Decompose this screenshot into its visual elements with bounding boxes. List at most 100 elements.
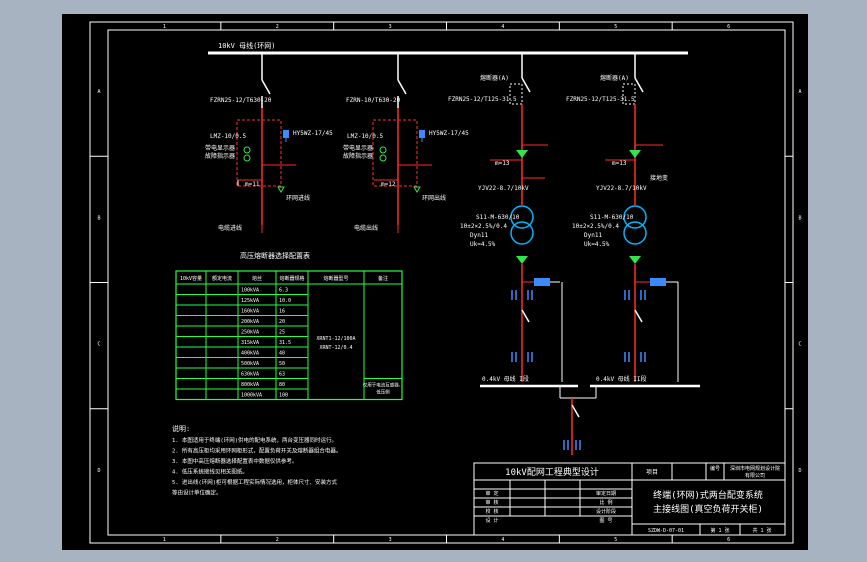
tr1-load-switch xyxy=(521,77,531,93)
note-line: 等由设计单位确定。 xyxy=(172,489,222,497)
border-row-label-right: B xyxy=(798,215,801,221)
table-cell: 630kVA xyxy=(241,372,259,378)
tr2-lv-ct-icon xyxy=(650,278,666,286)
table-header-cell: 熔断器规格 xyxy=(279,275,304,282)
feeder-2-load-switch xyxy=(397,79,407,95)
table-cell: 200kVA xyxy=(241,319,259,325)
drawing-title-line1: 终端(环网)式两台配变系统 xyxy=(653,489,763,501)
lv-buses: 0.4kV 母线 I段 0.4kV 母线 II段 xyxy=(480,375,700,455)
notes-lines: 1. 本图适用于终端(环网)供电的配电系统，两台变压器同时运行。 2. 所有高压柜… xyxy=(172,436,341,497)
feeder-2-dashed-box xyxy=(372,119,418,187)
table-cell: 63 xyxy=(279,372,285,378)
border-row-label-left: B xyxy=(97,215,100,221)
feeder-2-outgoing-label: 环网出线 xyxy=(422,194,446,202)
border-row-label-left: C xyxy=(97,342,100,348)
table-cell: 80 xyxy=(279,382,285,388)
border-col-label-top: 6 xyxy=(727,24,730,30)
table-cell: 800kVA xyxy=(241,382,259,388)
bus-tie-breaker xyxy=(571,404,580,418)
transformer-bay-2: 熔断器(A) FZRN25-12/T125-31.5 m=13 接地变 YJV2… xyxy=(566,53,679,382)
tr1-fuse-box xyxy=(509,83,523,105)
bus-tie-sensor-icons xyxy=(563,440,581,450)
table-header-cell: 备注 xyxy=(378,275,388,282)
table-cell: 6.3 xyxy=(279,288,288,294)
feeder-1-ct-icon xyxy=(243,146,251,162)
feeder-1-switch-label: FZRN25-12/T630-20 xyxy=(210,97,272,104)
tr2-transformer-icon xyxy=(623,205,647,245)
feeder-1: FZRN25-12/T630-20 LMZ-10/0.5 带电显示器 故障指示器… xyxy=(205,53,333,233)
tr1-fuse-label: 熔断器(A) xyxy=(480,74,509,82)
fuse-table-title: 高压熔断器选择配置表 xyxy=(240,251,310,260)
tr2-lv-breaker xyxy=(634,309,643,323)
table-cell: 20 xyxy=(279,319,285,325)
feeder-2: FZRN-10/T630-20 LMZ-10/0.5 带电显示器 故障指示器 H… xyxy=(343,53,469,233)
tr2-cable-label: YJV22-8.7/10kV xyxy=(596,185,647,192)
sign-row-cell: 设 计 xyxy=(485,517,498,524)
tr1-lv-breaker xyxy=(521,309,530,323)
note-line: 4. 低压系统接线见相关图纸。 xyxy=(172,468,248,476)
border-col-label-bottom: 5 xyxy=(614,537,617,543)
border-col-label-top: 2 xyxy=(276,24,279,30)
table-frame xyxy=(175,270,403,401)
table-cell: 10.0 xyxy=(279,298,291,304)
note-line: 2. 所有高压柜均采用环网柜形式，配置负荷开关及熔断器组合电器。 xyxy=(172,447,341,455)
sheet-number: 第 1 张 xyxy=(710,527,729,534)
feeder-1-arrester-icon xyxy=(283,130,289,142)
feeder-1-cable-label: 电缆进线 xyxy=(218,224,242,232)
tr1-group: Dyn11 xyxy=(470,232,488,239)
feeder-1-indicator-label: 带电显示器 xyxy=(205,144,235,152)
feeder-1-load-switch xyxy=(261,79,271,95)
feeder-2-arrester-label: HY5WZ-17/45 xyxy=(429,130,469,137)
table-cell: 400kVA xyxy=(241,351,259,357)
title-block xyxy=(473,462,786,536)
tr1-sc-label: Uk=4.5% xyxy=(470,241,496,248)
lv-bus-2-label: 0.4kV 母线 II段 xyxy=(596,375,647,383)
sign-row-cell: 比 例 xyxy=(599,499,612,506)
title-main: 10kV配网工程典型设计 xyxy=(505,466,599,478)
feeder-2-indicator-label: 带电显示器 xyxy=(343,144,373,152)
table-cell: 40 xyxy=(279,351,285,357)
border-col-label-top: 1 xyxy=(163,24,166,30)
sign-row-cell: 图 号 xyxy=(599,518,612,524)
feeder-2-switch-label: FZRN-10/T630-20 xyxy=(346,97,401,104)
border-col-label-bottom: 2 xyxy=(276,537,279,543)
note-line: 5. 进出线(环网)柜可根据工程实际情况选用，柜体尺寸、安装方式 xyxy=(172,478,338,486)
table-cell: 315kVA xyxy=(241,340,259,346)
feeder-2-relay-label: m=12 xyxy=(381,181,396,188)
feeder-1-sensor-label: 故障指示器 xyxy=(205,152,235,160)
table-cell: 100 xyxy=(279,393,288,399)
tr2-lv-sensor-icons xyxy=(624,290,646,362)
table-cell: 250kVA xyxy=(241,330,259,336)
feeder-2-cable-label: 电缆出线 xyxy=(354,224,378,232)
border-col-label-bottom: 4 xyxy=(501,537,504,543)
table-cell: 160kVA xyxy=(241,309,259,315)
drawing-title-line2: 主接线图(真空负荷开关柜) xyxy=(653,503,763,515)
sign-row-cell: 设计阶段 xyxy=(596,508,616,515)
tr1-rating: S11-M-630/10 xyxy=(476,214,520,221)
notes-heading: 说明: xyxy=(172,424,190,433)
tr2-relay-label: m=13 xyxy=(612,160,627,167)
hv-bus: 10kV 母线(环网) xyxy=(208,41,688,55)
table-header-cell: 熔丝 xyxy=(252,275,262,282)
tr2-load-switch xyxy=(634,77,644,93)
feeder-1-arrester-label: HY5WZ-17/45 xyxy=(293,130,333,137)
sheet-total: 共 1 张 xyxy=(752,527,771,534)
table-merged-model: XRNT1-12/100A xyxy=(316,336,355,342)
sign-row-cell: 审 定 xyxy=(485,490,498,497)
tr1-spec: 10±2×2.5%/0.4 xyxy=(460,223,507,230)
table-cell: 16 xyxy=(279,309,285,315)
note-line: 1. 本图适用于终端(环网)供电的配电系统，两台变压器同时运行。 xyxy=(172,436,337,444)
tr1-lv-arrester-icon xyxy=(516,256,528,264)
table-header-cell: 熔断器型号 xyxy=(323,275,348,282)
company-label-line2: 有限公司 xyxy=(745,472,765,479)
border-row-label-left: A xyxy=(97,89,100,95)
table-cell: 125kVA xyxy=(241,298,259,304)
table-cell: 100kVA xyxy=(241,288,259,294)
table-remark: 仅用于电流互感器、 xyxy=(363,382,404,389)
lv-bus-1-label: 0.4kV 母线 I段 xyxy=(482,375,529,383)
sign-rows: 审 定审定日期审 核比 例校 核设计阶段设 计图 号 xyxy=(485,490,616,524)
company-label-line1: 深圳市电网规划设计院 xyxy=(730,465,780,472)
